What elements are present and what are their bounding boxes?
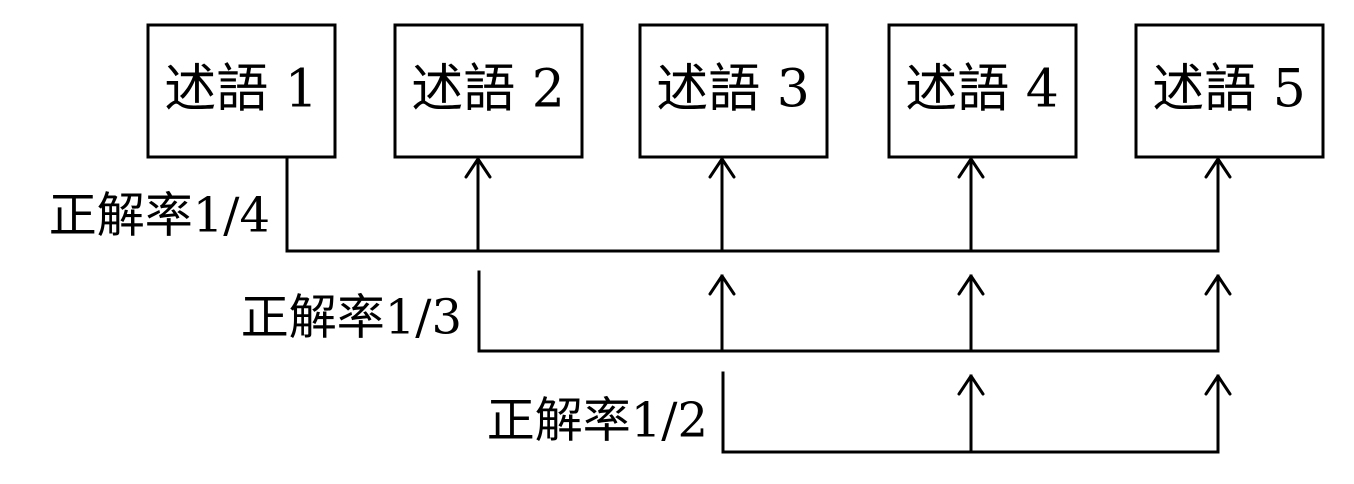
arrow-1-2-to-predicate-4: [957, 374, 985, 396]
rate-label-1-2: 正解率1/2: [487, 393, 708, 449]
rate-group-1-3: 正解率1/3: [241, 270, 1232, 353]
predicate-box-3: 述語 3: [638, 23, 829, 159]
rate-group-1-2: 正解率1/2: [487, 371, 1232, 454]
arrow-to-predicate-4: [957, 157, 985, 179]
rate-stems-1-4: [476, 159, 1220, 253]
arrow-to-predicate-3: [708, 157, 736, 179]
predicate-box-4: 述語 4: [887, 23, 1078, 159]
arrow-1-2-to-predicate-5: [1204, 374, 1232, 396]
predicate-box-5: 述語 5: [1134, 23, 1325, 159]
rate-line-1-4: [285, 155, 1220, 253]
rate-label-1-4: 正解率1/4: [49, 188, 270, 244]
rate-label-1-3: 正解率1/3: [241, 290, 462, 346]
predicate-box-1: 述語 1: [146, 23, 337, 159]
predicate-label-3: 述語 3: [656, 60, 810, 120]
rate-line-1-2: [721, 371, 1220, 454]
rate-stems-1-3: [720, 274, 1220, 353]
predicate-label-4: 述語 4: [905, 60, 1059, 120]
rate-stems-1-2: [969, 374, 1220, 454]
predicate-label-1: 述語 1: [164, 60, 318, 120]
arrow-to-predicate-2: [464, 157, 492, 179]
arrow-1-3-to-predicate-4: [957, 274, 985, 296]
rate-line-1-3: [477, 270, 1220, 353]
predicate-box-2: 述語 2: [393, 23, 584, 159]
arrow-1-3-to-predicate-5: [1204, 274, 1232, 296]
predicate-label-5: 述語 5: [1152, 60, 1306, 120]
rate-group-1-4: 正解率1/4: [49, 155, 1232, 253]
predicate-label-2: 述語 2: [411, 60, 565, 120]
arrow-1-3-to-predicate-3: [708, 274, 736, 296]
arrow-to-predicate-5: [1204, 157, 1232, 179]
